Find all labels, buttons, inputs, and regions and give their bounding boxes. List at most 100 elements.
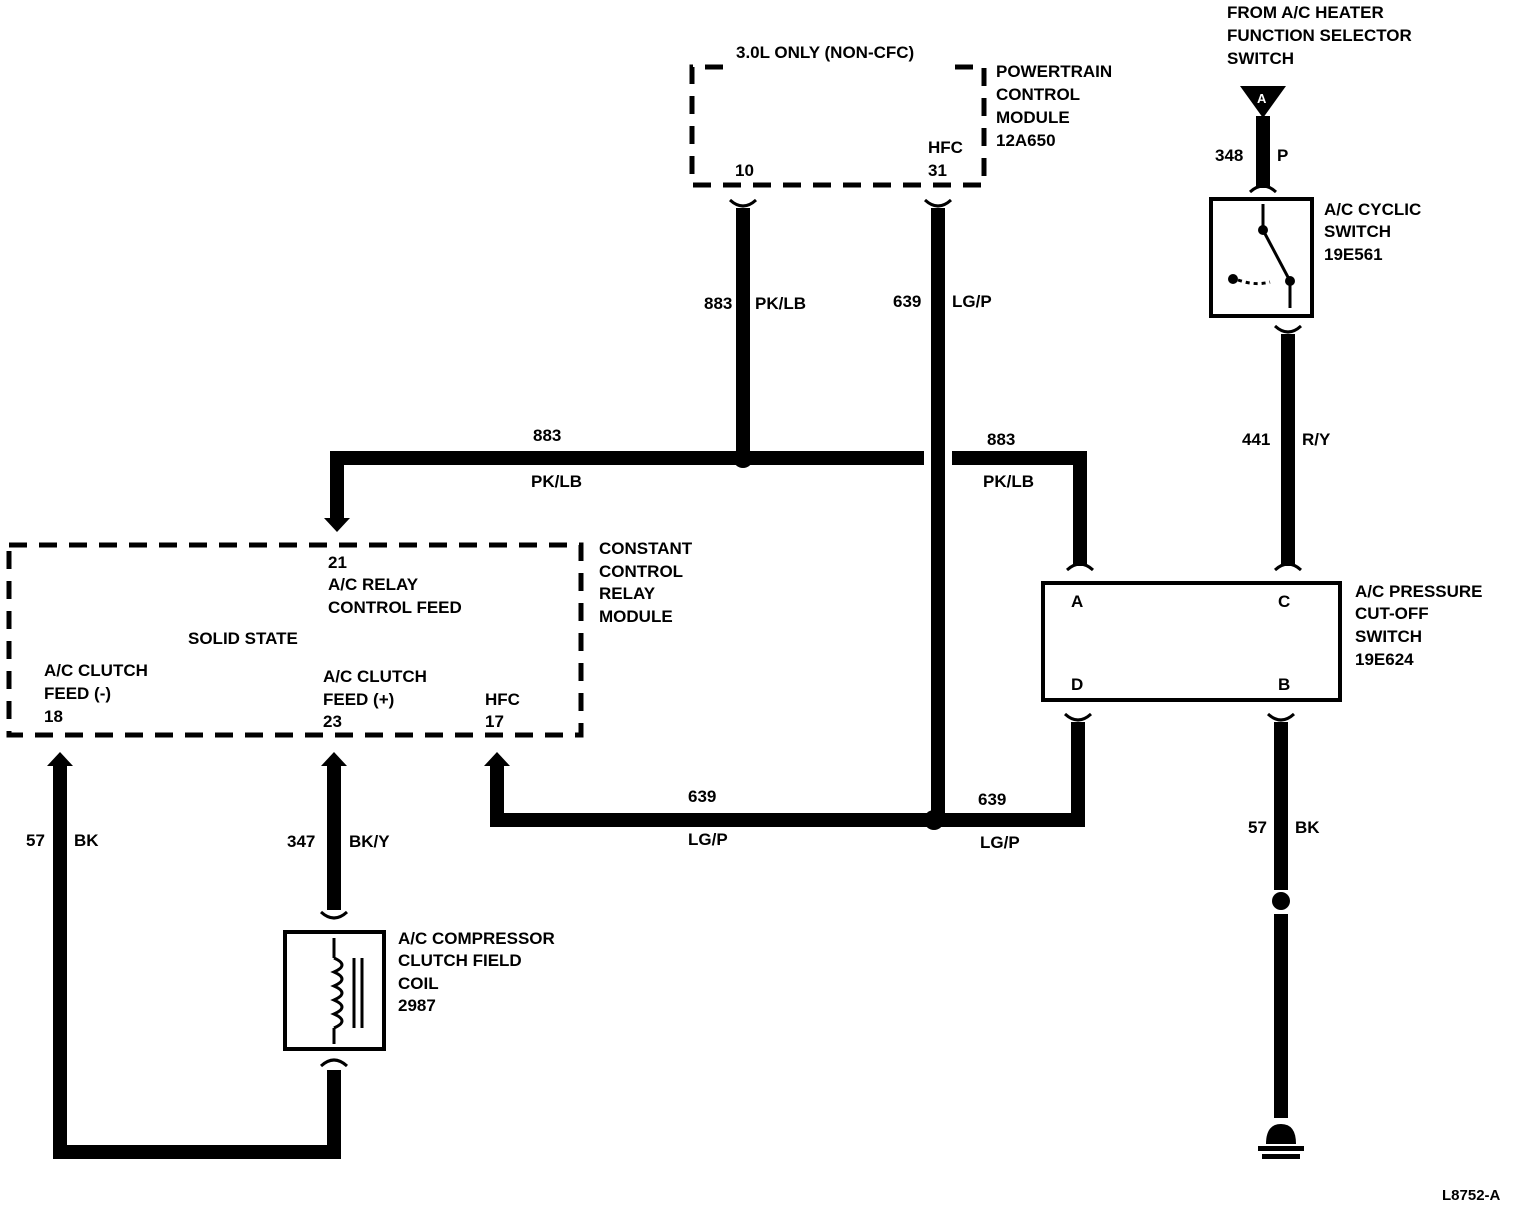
pcm-name-line3: MODULE (996, 108, 1070, 127)
clutch-coil-bottom-connector (319, 1058, 349, 1068)
source-connector-letter: A (1257, 91, 1267, 106)
pcm-pin10: 10 (735, 161, 754, 180)
splice-883 (733, 448, 753, 468)
pressure-switch-pin-d: D (1071, 675, 1083, 694)
pcm-pin10-connector (728, 198, 758, 208)
ccrm-name-line3: RELAY (599, 584, 656, 603)
wire-57-left (53, 766, 341, 1159)
wire-347-num: 347 (287, 832, 315, 851)
pressure-switch-a-connector (1065, 562, 1095, 572)
wire-639-vertical-color: LG/P (952, 292, 992, 311)
pcm-pin31: 31 (928, 161, 947, 180)
wire-347-color: BK/Y (349, 832, 390, 851)
pcm-note: 3.0L ONLY (NON-CFC) (736, 43, 914, 62)
cyclic-switch-top-connector (1248, 184, 1278, 194)
wire-57-left-num: 57 (26, 831, 45, 850)
wire-57-left-arrow (47, 752, 73, 766)
clutch-coil-top-connector (319, 910, 349, 920)
ccrm-name-line1: CONSTANT (599, 539, 693, 558)
cyclic-switch-name-line3: 19E561 (1324, 245, 1383, 264)
cyclic-switch: A/C CYCLIC SWITCH 19E561 (1209, 197, 1421, 318)
wire-639-right-num: 639 (978, 790, 1006, 809)
ccrm-pin18-num: 18 (44, 707, 63, 726)
coil-winding-icon (330, 956, 344, 1030)
pressure-switch-pin-a: A (1071, 592, 1083, 611)
pcm-module: 3.0L ONLY (NON-CFC) POWERTRAIN CONTROL M… (689, 43, 1112, 188)
pressure-switch-name-line2: CUT-OFF (1355, 604, 1429, 623)
source-name-line1: FROM A/C HEATER (1227, 3, 1384, 22)
wire-348-num: 348 (1215, 146, 1243, 165)
pcm-hfc-label: HFC (928, 138, 963, 157)
ccrm-name-line4: MODULE (599, 607, 673, 626)
pressure-switch: A C D B A/C PRESSURE CUT-OFF SWITCH 19E6… (1041, 581, 1483, 702)
clutch-coil-box (283, 930, 386, 1051)
pressure-switch-name-line3: SWITCH (1355, 627, 1422, 646)
wire-883-right-color: PK/LB (983, 472, 1034, 491)
cyclic-switch-box (1209, 197, 1314, 318)
ccrm-pin18-line2: FEED (-) (44, 684, 111, 703)
clutch-coil: A/C COMPRESSOR CLUTCH FIELD COIL 2987 (283, 929, 555, 1051)
ccrm-pin23-line1: A/C CLUTCH (323, 667, 427, 686)
pressure-switch-d-connector (1063, 712, 1093, 722)
wire-883-left (330, 451, 743, 520)
splice-57-right (1272, 892, 1290, 910)
pressure-switch-pin-b: B (1278, 675, 1290, 694)
clutch-coil-name-line3: COIL (398, 974, 439, 993)
pcm-name-line1: POWERTRAIN (996, 62, 1112, 81)
ccrm-solid-state: SOLID STATE (188, 629, 298, 648)
wire-883-left-num: 883 (533, 426, 561, 445)
wire-57-left-color: BK (74, 831, 99, 850)
wire-57-right-color: BK (1295, 818, 1320, 837)
wire-639-vertical-num: 639 (893, 292, 921, 311)
source-name-line3: SWITCH (1227, 49, 1294, 68)
ccrm-pin21-line2: A/C RELAY (328, 575, 419, 594)
ccrm-module: CONSTANT CONTROL RELAY MODULE 21 A/C REL… (6, 539, 693, 738)
clutch-coil-name-line2: CLUTCH FIELD (398, 951, 522, 970)
pressure-switch-b-connector (1266, 712, 1296, 722)
wire-883-left-arrow (324, 518, 350, 532)
pressure-switch-name-line1: A/C PRESSURE (1355, 582, 1483, 601)
wire-441-color: R/Y (1302, 430, 1331, 449)
pcm-name-line4: 12A650 (996, 131, 1056, 150)
ccrm-pin17-num: 17 (485, 712, 504, 731)
source-connector-triangle (1240, 86, 1286, 118)
source-connector: FROM A/C HEATER FUNCTION SELECTOR SWITCH… (1227, 3, 1412, 118)
wire-883-right-b (952, 451, 1087, 566)
clutch-coil-name-line4: 2987 (398, 996, 436, 1015)
ccrm-pin17-line1: HFC (485, 690, 520, 709)
wire-883-left-color: PK/LB (531, 472, 582, 491)
ccrm-pin21-line3: CONTROL FEED (328, 598, 462, 617)
pressure-switch-box (1041, 581, 1342, 702)
cyclic-switch-name-line1: A/C CYCLIC (1324, 200, 1421, 219)
wire-639-left (490, 766, 938, 827)
wire-639-right-color: LG/P (980, 833, 1020, 852)
ccrm-box (6, 542, 584, 738)
source-name-line2: FUNCTION SELECTOR (1227, 26, 1412, 45)
pressure-switch-name-line4: 19E624 (1355, 650, 1414, 669)
wire-57-right-num: 57 (1248, 818, 1267, 837)
ccrm-pin18-line1: A/C CLUTCH (44, 661, 148, 680)
ccrm-pin23-num: 23 (323, 712, 342, 731)
wire-441-num: 441 (1242, 430, 1270, 449)
pcm-pin31-connector (923, 198, 953, 208)
wire-639-right (938, 722, 1085, 827)
clutch-coil-name-line1: A/C COMPRESSOR (398, 929, 555, 948)
ccrm-pin23-line2: FEED (+) (323, 690, 394, 709)
wire-639-left-arrow (484, 752, 510, 766)
wire-639-left-color: LG/P (688, 830, 728, 849)
wire-347-arrow (321, 752, 347, 766)
splice-639 (924, 810, 944, 830)
ccrm-name-line2: CONTROL (599, 562, 683, 581)
wire-348-color: P (1277, 146, 1288, 165)
ccrm-pin21-num: 21 (328, 553, 347, 572)
wire-883-vertical-num: 883 (704, 294, 732, 313)
figure-id: L8752-A (1442, 1187, 1501, 1204)
cyclic-switch-name-line2: SWITCH (1324, 222, 1391, 241)
ground-icon (1258, 1124, 1304, 1159)
pcm-name-line2: CONTROL (996, 85, 1080, 104)
cyclic-switch-bottom-connector (1273, 324, 1303, 334)
pressure-switch-c-connector (1273, 562, 1303, 572)
wire-883-vertical-color: PK/LB (755, 294, 806, 313)
wire-883-right-num: 883 (987, 430, 1015, 449)
